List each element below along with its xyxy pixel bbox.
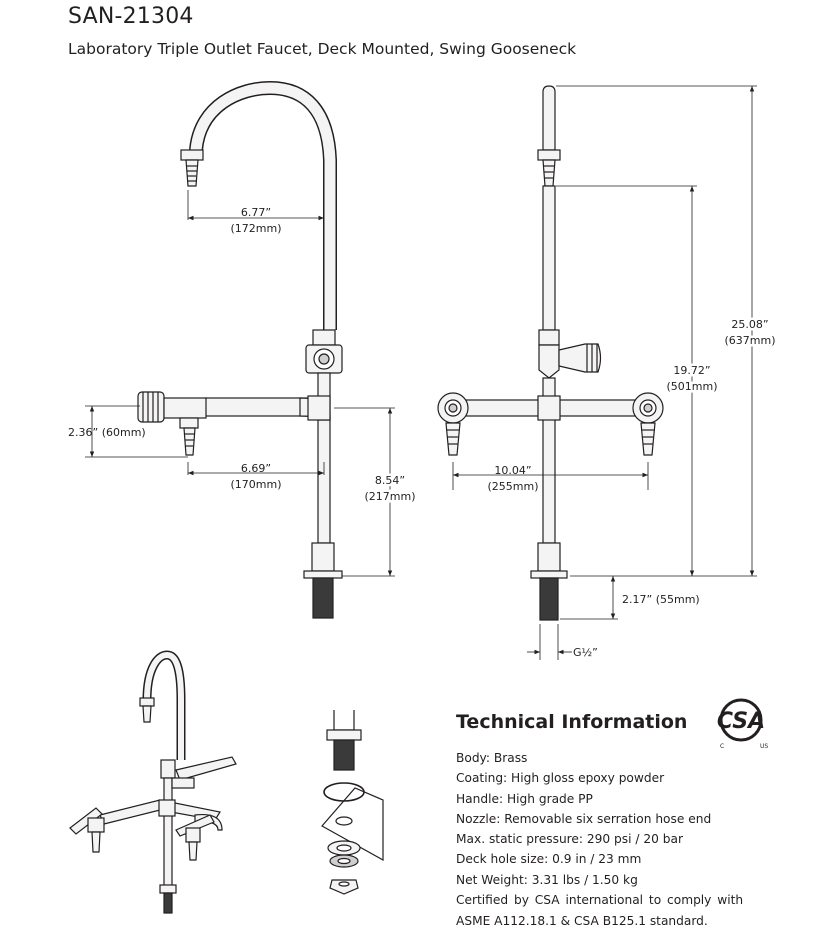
exploded-mounting-view [321, 710, 384, 895]
spec-weight: Net Weight: 3.31 lbs / 1.50 kg [456, 873, 638, 887]
dim-outlet-height-mm: (217mm) [364, 490, 415, 503]
side-dimensions [452, 85, 757, 660]
model-number: SAN-21304 [68, 4, 194, 29]
dim-shank: 2.17” (55mm) [622, 593, 700, 606]
dim-side-reach-in: 6.69” [241, 462, 271, 475]
dim-outlet-height-in: 8.54” [375, 474, 405, 487]
dim-nozzle-height-mm: (501mm) [666, 380, 717, 393]
gooseneck-nut-front [180, 149, 204, 161]
side-valve-handle-front [137, 391, 165, 423]
isometric-view-faucet [69, 650, 237, 914]
dim-total-height-mm: (637mm) [724, 334, 775, 347]
deck-flange-side [530, 570, 568, 579]
dim-nozzle-height-in: 19.72” [673, 364, 710, 377]
spec-pressure: Max. static pressure: 290 psi / 20 bar [456, 832, 683, 846]
front-view-faucet [137, 80, 343, 619]
threaded-shank-front [312, 577, 334, 619]
lock-nut [329, 879, 359, 895]
o-ring [323, 782, 365, 802]
spec-coating: Coating: High gloss epoxy powder [456, 771, 665, 785]
dim-thread: G½” [573, 646, 598, 659]
spec-handle: Handle: High grade PP [456, 792, 593, 806]
iso-lever-handle [175, 756, 237, 781]
dim-side-reach-mm: (170mm) [230, 478, 281, 491]
certified-line-1: Certified by CSA international to comply… [456, 893, 744, 907]
front-dimensions [85, 190, 395, 577]
dim-reach-in: 6.77” [241, 206, 271, 219]
certified-line-2: ASME A112.18.1 & CSA B125.1 standard. [456, 914, 708, 928]
csa-logo-us: US [760, 743, 768, 750]
spec-deck-hole: Deck hole size: 0.9 in / 23 mm [456, 852, 642, 866]
csa-logo-text: CSA [717, 709, 765, 734]
iso-left-handle [69, 807, 103, 835]
spec-body: Body: Brass [456, 751, 528, 765]
csa-logo-c: C [720, 743, 724, 750]
spec-nozzle: Nozzle: Removable six serration hose end [456, 812, 712, 826]
dim-span-in: 10.04” [494, 464, 531, 477]
dim-span-mm: (255mm) [487, 480, 538, 493]
center-handle-side [558, 343, 602, 373]
deck-flange-front [303, 570, 343, 579]
dim-side-drop: 2.36” (60mm) [68, 426, 146, 439]
dim-reach-mm: (172mm) [230, 222, 281, 235]
technical-information-heading: Technical Information [456, 711, 688, 733]
csa-certification-logo: CSA C US [717, 698, 768, 750]
dim-total-height-in: 25.08” [731, 318, 768, 331]
threaded-shank-side [539, 577, 559, 621]
gooseneck-hose-end-front [185, 159, 199, 187]
side-view-faucet [437, 85, 664, 621]
product-description: Laboratory Triple Outlet Faucet, Deck Mo… [68, 40, 577, 58]
